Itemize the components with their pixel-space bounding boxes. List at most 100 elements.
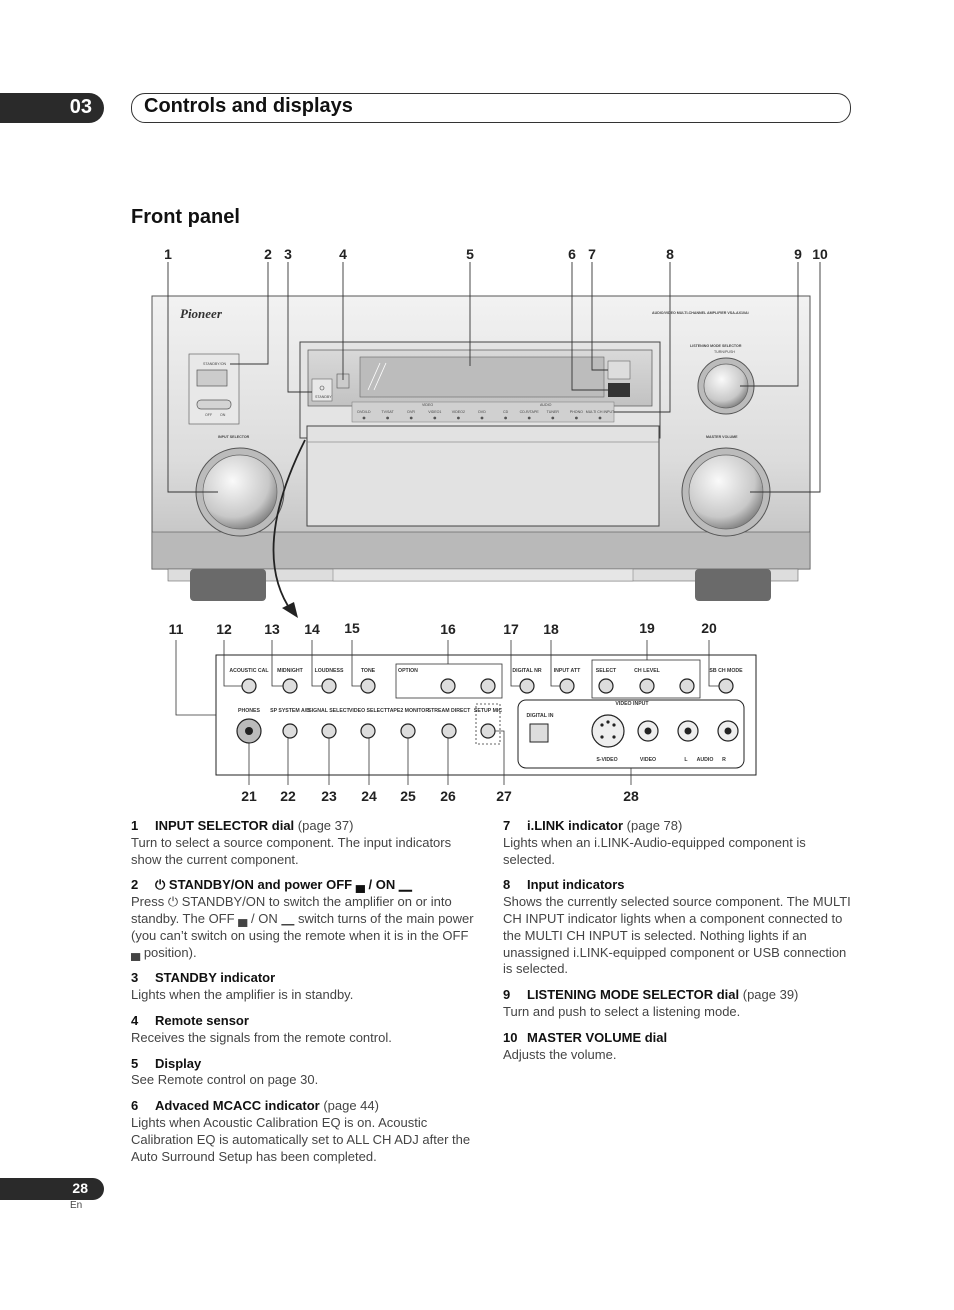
input-indicator-label: TUNER xyxy=(547,410,560,414)
listening-mode-label: LISTENING MODE SELECTOR xyxy=(690,344,742,348)
item-page-ref: (page 44) xyxy=(319,1098,379,1114)
turn-push-label: TURN/PUSH xyxy=(714,350,735,354)
input-indicator-dot xyxy=(480,416,484,420)
callout-24: 24 xyxy=(361,788,377,804)
control-label: SETUP MIC xyxy=(474,708,502,714)
panel-button[interactable] xyxy=(718,678,734,694)
control-label: SP SYSTEM A/B xyxy=(270,708,310,714)
leader-line xyxy=(708,640,719,687)
item-title: INPUT SELECTOR dial xyxy=(155,818,295,833)
panel-button[interactable] xyxy=(519,678,535,694)
item-number: 8 xyxy=(503,877,511,893)
ch-level-adjust-button[interactable] xyxy=(639,678,655,694)
front-panel-illustration: Pioneer AUDIO/VIDEO MULTI-CHANNEL AMPLIF… xyxy=(151,246,828,804)
item-page-ref: (page 39) xyxy=(739,987,799,1003)
pointer-arrow xyxy=(272,439,306,613)
item-title: Advaced MCACC indicator xyxy=(155,1098,320,1114)
callout-9: 9 xyxy=(794,246,802,262)
item-title: Display xyxy=(155,1055,202,1071)
jack-label: R xyxy=(722,757,726,763)
item-title: Input indicators xyxy=(527,877,625,893)
panel-button[interactable] xyxy=(282,723,298,739)
callout-7: 7 xyxy=(588,246,596,262)
front-door[interactable] xyxy=(306,425,660,527)
video-input-label: VIDEO INPUT xyxy=(615,701,649,707)
panel-button[interactable] xyxy=(559,678,575,694)
item-number: 3 xyxy=(131,970,139,986)
standby-on-button[interactable] xyxy=(196,369,228,387)
item-title: STANDBY indicator xyxy=(155,970,276,986)
callout-5: 5 xyxy=(466,246,474,262)
setup-mic-jack[interactable] xyxy=(480,723,496,739)
callout-19: 19 xyxy=(639,620,655,636)
input-indicator-label: MULTI CH INPUT xyxy=(586,410,615,414)
callout-21: 21 xyxy=(241,788,257,804)
item-body: Lights when the amplifier is in standby. xyxy=(131,987,354,1003)
panel-button[interactable] xyxy=(282,678,298,694)
callout-28: 28 xyxy=(623,788,639,804)
s-video-jack[interactable] xyxy=(591,714,625,748)
item-body: Lights when Acoustic Calibration EQ is o… xyxy=(131,1114,471,1164)
callout-23: 23 xyxy=(321,788,337,804)
callout-10: 10 xyxy=(812,246,828,262)
ilink-indicator xyxy=(607,360,631,380)
button-label: OPTION xyxy=(398,668,418,674)
chapter-number: 03 xyxy=(69,96,92,118)
item-number: 10 xyxy=(503,1029,518,1045)
callout-18: 18 xyxy=(543,621,559,637)
jack-label: L xyxy=(684,757,688,763)
panel-button[interactable] xyxy=(321,723,337,739)
input-indicator-label: DVD/LD xyxy=(357,410,371,414)
mcacc-indicator xyxy=(608,383,630,397)
item-body: Receives the signals from the remote con… xyxy=(131,1029,392,1045)
language-code: En xyxy=(70,1200,83,1211)
callout-1: 1 xyxy=(164,246,172,262)
option-adjust-button[interactable] xyxy=(440,678,456,694)
input-indicator-label: PHONO xyxy=(570,410,583,414)
callout-8: 8 xyxy=(666,246,674,262)
digital-in-jack[interactable] xyxy=(529,723,549,743)
panel-button[interactable] xyxy=(441,723,457,739)
item-heading: 8 Input indicators xyxy=(503,877,853,894)
panel-button[interactable] xyxy=(360,723,376,739)
callout-14: 14 xyxy=(304,621,320,637)
option-adjust-button[interactable] xyxy=(480,678,496,694)
input-indicator-dot xyxy=(409,416,413,420)
item-body: Press ⏻ STANDBY/ON to switch the amplifi… xyxy=(131,894,474,960)
power-switch[interactable] xyxy=(196,399,232,410)
item-page-ref: (page 78) xyxy=(623,818,683,833)
input-indicator-dot xyxy=(598,416,602,420)
callout-13: 13 xyxy=(264,621,280,637)
jack-label: AUDIO xyxy=(697,757,714,763)
input-indicator-dot xyxy=(362,416,366,420)
ch-level-adjust-button[interactable] xyxy=(679,678,695,694)
input-indicator-dot xyxy=(551,416,555,420)
input-selector-label: INPUT SELECTOR xyxy=(218,435,250,439)
door-panel xyxy=(215,654,757,776)
panel-button[interactable] xyxy=(598,678,614,694)
item-body: Turn to select a source component. The i… xyxy=(131,834,452,867)
button-label: CH LEVEL xyxy=(634,668,660,674)
leader-line xyxy=(510,640,520,687)
callout-16: 16 xyxy=(440,621,456,637)
input-indicator-label: VIDEO2 xyxy=(452,410,465,414)
leader-line xyxy=(495,730,505,785)
leader-line xyxy=(311,640,322,687)
panel-button[interactable] xyxy=(400,723,416,739)
digital-in-label: DIGITAL IN xyxy=(527,713,554,719)
on-label: ON xyxy=(220,413,226,417)
panel-button[interactable] xyxy=(241,678,257,694)
panel-button[interactable] xyxy=(360,678,376,694)
control-label: TAPE2 MONITOR xyxy=(387,708,429,714)
panel-button[interactable] xyxy=(321,678,337,694)
item-number: 4 xyxy=(131,1012,139,1028)
